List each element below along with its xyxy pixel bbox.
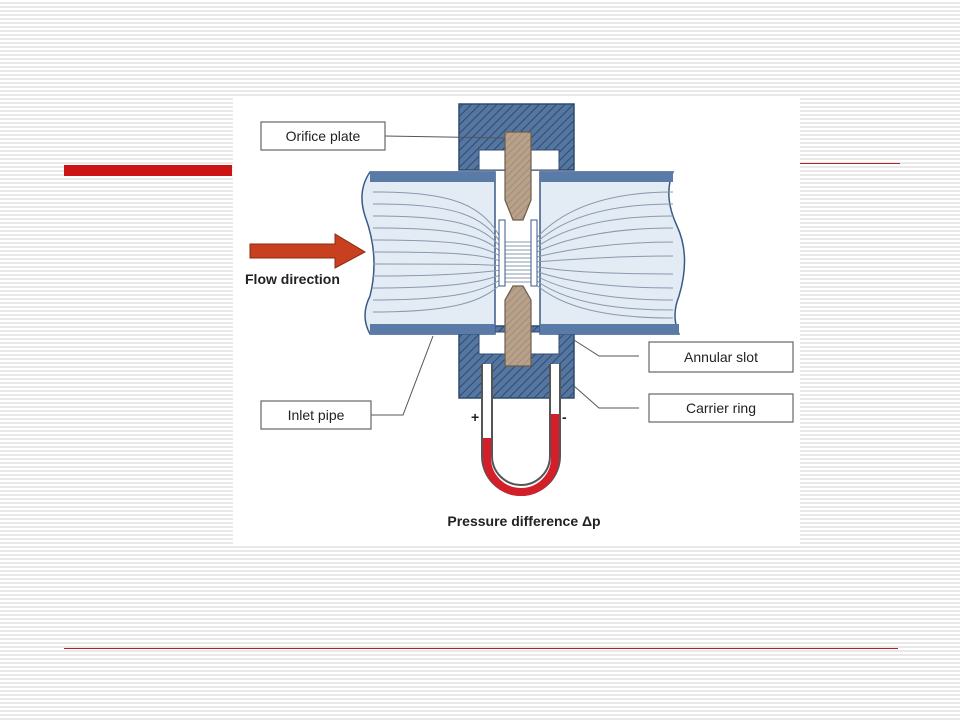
carrier-ring-label-box	[648, 393, 794, 423]
plus-sign: +	[471, 409, 479, 425]
inlet-pipe-label-box	[260, 400, 372, 430]
title-underline-thin	[798, 163, 900, 164]
orifice-plate-label-box	[260, 121, 386, 151]
orifice-plate-label: Orifice plate	[286, 128, 361, 144]
inlet-pipe-label: Inlet pipe	[288, 407, 345, 423]
outlet-pipe-shape	[539, 171, 686, 335]
flow-streamlines	[372, 191, 674, 319]
orifice-plate-diagram: Orifice plate Flow direction Annular slo…	[233, 96, 800, 544]
leader-lines	[371, 135, 639, 416]
carrier-ring-label: Carrier ring	[686, 400, 756, 416]
u-tube-manometer	[481, 364, 561, 496]
footer-rule	[64, 648, 898, 649]
title-underline-accent	[64, 165, 232, 176]
minus-sign: -	[562, 409, 567, 425]
pressure-difference-label: Pressure difference Δp	[447, 513, 600, 529]
flow-direction-label: Flow direction	[245, 271, 340, 287]
annular-slot-label-box	[648, 341, 794, 373]
orifice-plate-shape	[498, 131, 538, 367]
flow-direction-arrow	[249, 233, 367, 269]
annular-slot-label: Annular slot	[684, 349, 758, 365]
